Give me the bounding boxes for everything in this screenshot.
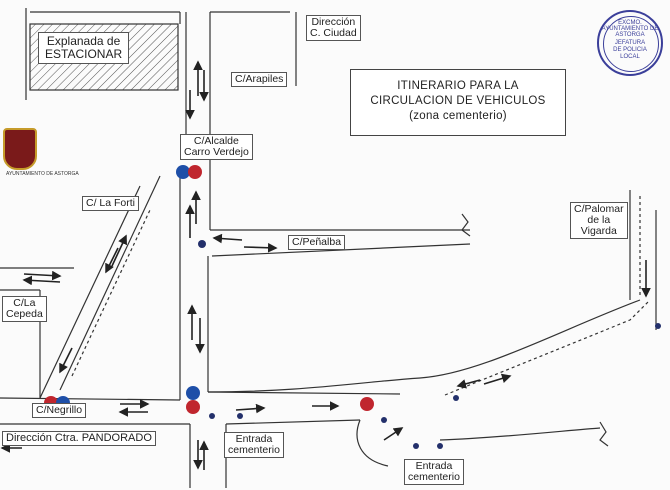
street-label-palomar: C/Palomar de la Vigarda xyxy=(570,202,628,239)
street-label-negrillo: C/Negrillo xyxy=(32,403,87,418)
title-line: (zona cementerio) xyxy=(409,110,507,122)
map-title: ITINERARIO PARA LA CIRCULACION DE VEHICU… xyxy=(350,69,566,136)
label-line: de la xyxy=(587,214,611,226)
marker-point xyxy=(237,413,243,419)
direction-arrow xyxy=(212,233,243,244)
street-label-la-cepeda: C/La Cepeda xyxy=(2,296,47,322)
label-line: Vigarda xyxy=(580,225,617,237)
direction-pandorado-label: Dirección Ctra. PANDORADO xyxy=(2,431,156,446)
street-label-la-forti: C/ La Forti xyxy=(82,196,140,211)
marker-point xyxy=(413,443,419,449)
no-entry-sign-icon xyxy=(188,165,202,179)
marker-point xyxy=(209,413,215,419)
direction-arrow xyxy=(105,247,119,274)
police-seal-stamp: EXCMO. AYUNTAMIENTO DE ASTORGA JEFATURA … xyxy=(597,10,663,76)
direction-arrow xyxy=(243,242,278,253)
direction-arrows xyxy=(0,60,651,470)
label-line: Entrada xyxy=(415,460,453,472)
label-line: ESTACIONAR xyxy=(45,47,123,61)
seal-text: DE POLICIA xyxy=(613,47,647,53)
direction-ciudad-label: Dirección C. Ciudad xyxy=(306,15,361,41)
street-label-arapiles: C/Arapiles xyxy=(231,72,288,87)
marker-point xyxy=(655,323,661,329)
label-line: Dirección xyxy=(311,16,356,28)
label-line: Entrada xyxy=(235,433,273,445)
label-line: Cepeda xyxy=(6,308,43,320)
no-entry-sign-icon xyxy=(186,400,200,414)
crest-caption: AYUNTAMIENTO DE ASTORGA xyxy=(6,171,79,177)
cemetery-entrance-label: Entrada cementerio xyxy=(404,459,464,485)
marker-point xyxy=(453,395,459,401)
seal-ring xyxy=(603,16,659,72)
label-line: C. Ciudad xyxy=(310,27,357,39)
title-line: ITINERARIO PARA LA xyxy=(397,80,519,92)
title-line: CIRCULACION DE VEHICULOS xyxy=(370,95,546,107)
seal-text: EXCMO. AYUNTAMIENTO DE ASTORGA xyxy=(601,20,659,38)
marker-point xyxy=(381,417,387,423)
no-entry-sign-icon xyxy=(360,397,374,411)
direction-arrow xyxy=(483,373,512,385)
direction-arrow xyxy=(59,347,73,374)
street-label-penalba: C/Peñalba xyxy=(288,235,346,250)
marker-points xyxy=(198,240,661,449)
direction-arrow xyxy=(111,234,127,267)
direction-arrow xyxy=(23,270,62,281)
direction-arrow xyxy=(456,379,481,389)
street-label-alcalde: C/Alcalde Carro Verdejo xyxy=(180,134,253,160)
marker-point xyxy=(198,240,206,248)
label-line: C/La xyxy=(13,297,36,309)
parking-area-label: Explanada de ESTACIONAR xyxy=(38,32,130,64)
traffic-sign-icon xyxy=(176,165,190,179)
municipal-crest-icon xyxy=(3,128,37,170)
marker-point xyxy=(437,443,443,449)
label-line: Carro Verdejo xyxy=(184,146,249,158)
label-line: cementerio xyxy=(408,471,460,483)
label-line: cementerio xyxy=(228,444,280,456)
direction-arrow xyxy=(383,427,404,441)
label-line: C/Palomar xyxy=(574,203,624,215)
seal-text: JEFATURA xyxy=(614,40,646,46)
seal-text: LOCAL xyxy=(620,54,640,60)
label-line: C/Alcalde xyxy=(193,135,239,147)
cemetery-entrance-label: Entrada cementerio xyxy=(224,432,284,458)
label-line: Explanada de xyxy=(46,34,121,48)
traffic-sign-icon xyxy=(186,386,200,400)
direction-arrow xyxy=(22,275,61,286)
direction-arrow xyxy=(235,403,266,414)
